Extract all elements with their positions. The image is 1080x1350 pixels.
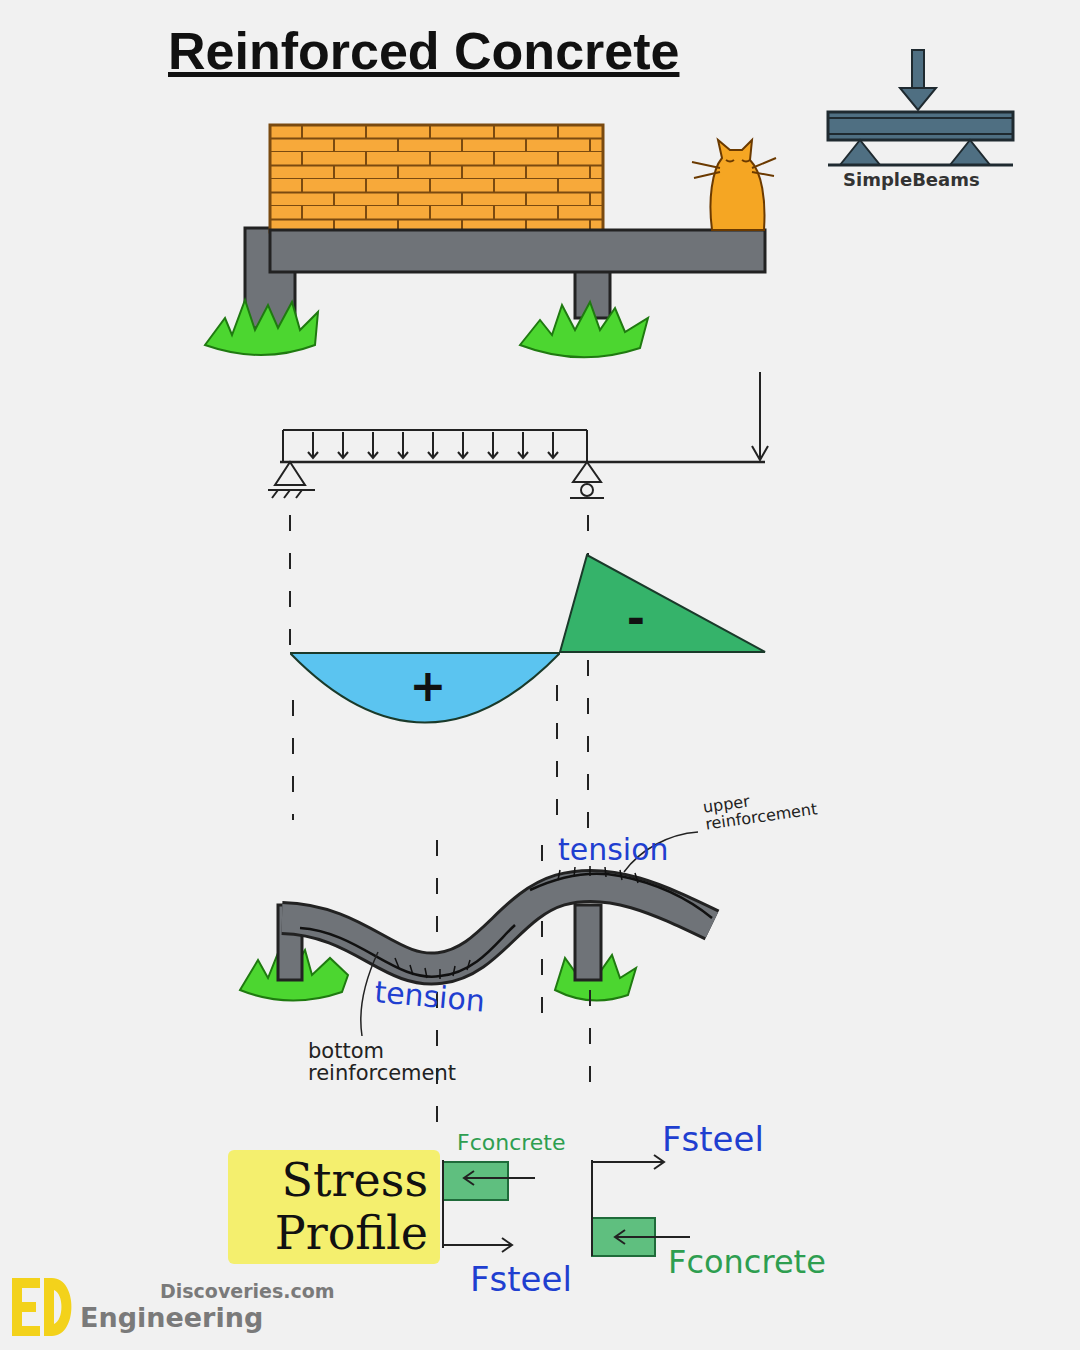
callout-label: upper reinforcement: [702, 781, 845, 834]
watermark-logo: [12, 1278, 72, 1336]
force-label: Fconcrete: [668, 1246, 826, 1280]
force-label: Fsteel: [662, 1122, 764, 1158]
title: Reinforced Concrete: [168, 24, 679, 79]
tension-label: tension: [373, 976, 486, 1017]
positive-moment-area: +: [290, 652, 560, 726]
stress-profile-highlight: Stress Profile: [228, 1150, 440, 1264]
force-label: Fsteel: [470, 1262, 572, 1298]
watermark: Discoveries.com: [160, 1282, 335, 1302]
negative-moment-area: -: [556, 553, 768, 654]
cat: [692, 140, 776, 230]
area-outline: [560, 555, 765, 652]
heading-text: Stress Profile: [238, 1154, 428, 1260]
tension-label: tension: [558, 834, 669, 866]
simplebeams-logo: [828, 50, 1013, 165]
bottom-reinforcement-bar: [300, 925, 515, 977]
watermark: Engineering: [80, 1304, 263, 1332]
guide-lines: [290, 515, 590, 1130]
area-outline: [290, 653, 560, 723]
brick-wall: [270, 125, 603, 232]
area-shape: [556, 553, 768, 654]
upper-reinforcement-bar: [530, 874, 712, 918]
load-diagram: [268, 372, 768, 498]
sign-label: +: [410, 664, 447, 708]
deformed-beam: [278, 832, 712, 1036]
force-label: Fconcrete: [457, 1131, 566, 1154]
callout-label: bottom reinforcement: [308, 1040, 508, 1084]
sign-label: -: [627, 597, 645, 641]
logo-text: SimpleBeams: [843, 171, 980, 190]
concrete-slab: [270, 230, 765, 272]
stress-profile: [443, 1155, 690, 1256]
